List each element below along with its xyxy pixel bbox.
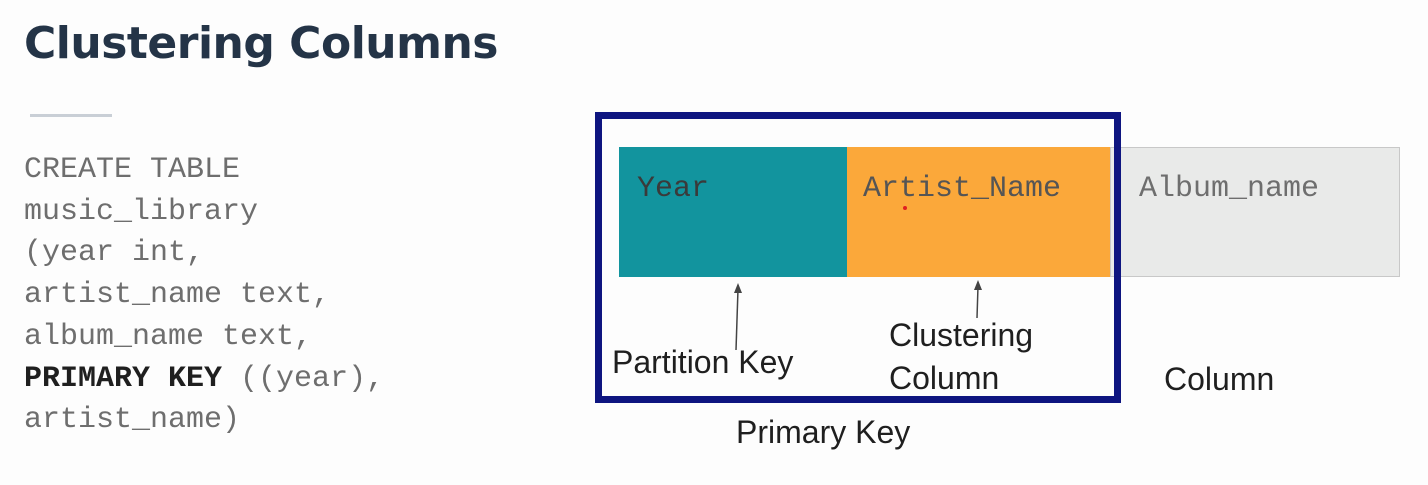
code-primary-key-args: ((year),: [222, 361, 385, 396]
clustering-column-label: Clustering Column: [889, 314, 1033, 400]
clustering-column-label-line: Column: [889, 360, 1000, 396]
primary-key-label: Primary Key: [736, 414, 911, 450]
cql-code-block: CREATE TABLE music_library (year int, ar…: [24, 150, 384, 442]
code-line: artist_name text,: [24, 278, 331, 313]
partition-key-arrow: [734, 283, 742, 351]
partition-key-label: Partition Key: [612, 344, 794, 380]
slide-title: Clustering Columns: [24, 18, 498, 69]
title-underline: [30, 114, 112, 117]
clustering-column-label-line: Clustering: [889, 317, 1034, 353]
code-line: album_name text,: [24, 319, 313, 354]
code-line: music_library: [24, 194, 259, 229]
code-line-primary-key: PRIMARY KEY ((year),: [24, 359, 384, 401]
year-cell: Year: [619, 147, 847, 277]
primary-key-box: [595, 112, 1121, 403]
code-line: (year int,: [24, 236, 205, 271]
pointer-dot: [903, 206, 907, 210]
artist-name-cell: Artist_Name: [847, 147, 1110, 277]
clustering-column-arrow: [974, 280, 982, 319]
code-keyword-primary-key: PRIMARY KEY: [24, 361, 223, 396]
code-line: artist_name): [24, 403, 241, 438]
column-label: Column: [1164, 361, 1275, 397]
code-line: CREATE TABLE: [24, 153, 241, 187]
album-name-cell: Album_name: [1110, 147, 1400, 277]
